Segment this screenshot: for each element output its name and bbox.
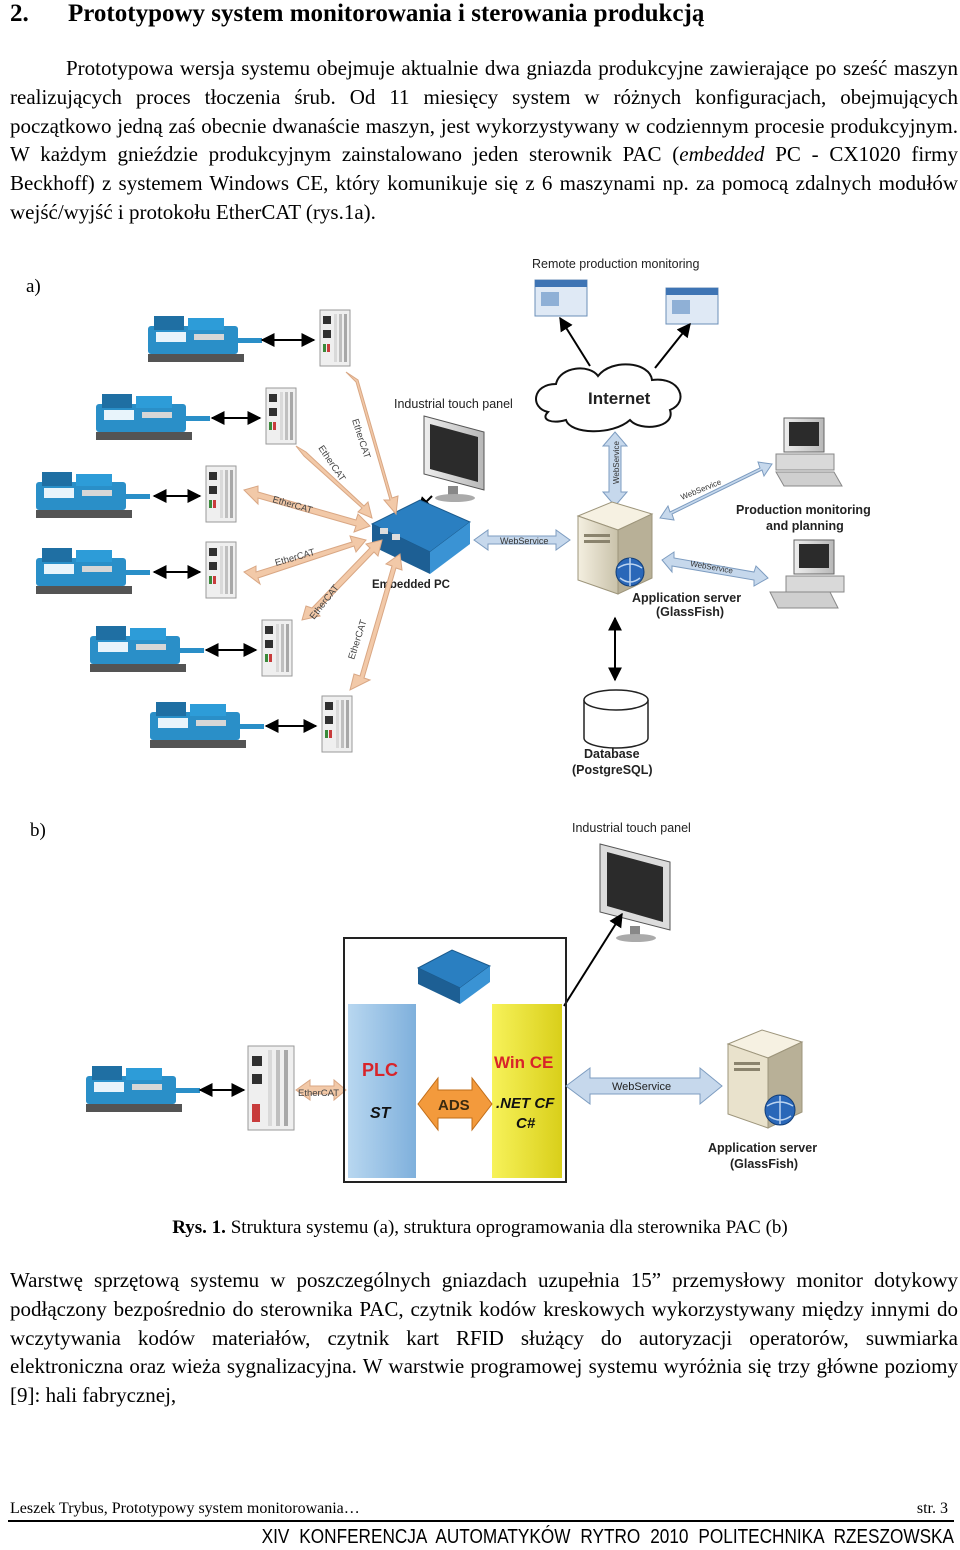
section-title: Prototypowy system monitorowania i stero… — [68, 0, 705, 27]
ethercat-arrow — [295, 1078, 347, 1102]
paragraph-hardware: Warstwę sprzętową systemu w poszczególny… — [10, 1268, 958, 1408]
ads-label: ADS — [438, 1097, 470, 1114]
production-pc-icon — [769, 539, 845, 609]
touch-panel-monitor-icon — [423, 415, 485, 502]
browser-window-icon — [534, 279, 588, 317]
webservice-vertical-label: WebService — [612, 440, 621, 484]
footer-page-number: str. 3 — [916, 1500, 948, 1517]
section-number: 2. — [10, 0, 29, 27]
database-icon — [583, 689, 649, 749]
webservice-arrow-diagonal — [661, 551, 769, 587]
production-label-1: Production monitoring — [736, 503, 871, 517]
paragraph-intro-end: PC - CX1020 firmy Beckhoff) z systemem W… — [10, 142, 958, 224]
figure-caption: Rys. 1. Struktura systemu (a), struktura… — [0, 1217, 960, 1239]
plc-block — [348, 1004, 416, 1178]
application-server-icon — [576, 501, 654, 595]
figure-caption-prefix: Rys. 1. — [172, 1217, 226, 1238]
database-label-1: Database — [584, 747, 640, 761]
touch-panel-monitor-icon — [599, 843, 671, 942]
remote-monitoring-label: Remote production monitoring — [532, 257, 699, 271]
st-label: ST — [370, 1105, 392, 1122]
ethercat-label-b: EtherCAT — [298, 1088, 339, 1099]
app-server-label-1: Application server — [632, 591, 741, 605]
webservice-label: WebService — [500, 536, 548, 546]
internet-cloud-icon — [535, 363, 682, 433]
browser-window-icon — [665, 287, 719, 325]
database-label-2: (PostgreSQL) — [572, 763, 653, 777]
footer-author-title: Leszek Trybus, Prototypowy system monito… — [10, 1500, 360, 1517]
webservice-label-b: WebService — [612, 1081, 671, 1093]
internet-label: Internet — [588, 389, 651, 408]
touch-panel-label-b: Industrial touch panel — [572, 821, 691, 835]
plc-label: PLC — [362, 1060, 398, 1080]
paragraph-intro-emphasis: embedded — [679, 142, 765, 167]
paragraph-intro-text: Prototypowa wersja systemu obejmuje aktu… — [10, 56, 958, 167]
netcf-label: .NET CF — [496, 1095, 555, 1112]
webservice-arrow-diagonal — [659, 461, 773, 521]
app-server-label-b-1: Application server — [708, 1141, 817, 1155]
pac-frame — [343, 937, 567, 1183]
production-label-2: and planning — [766, 519, 844, 533]
ethercat-arrow — [243, 535, 367, 586]
ethercat-arrow — [301, 539, 383, 621]
footer-divider — [8, 1520, 954, 1522]
arrow — [654, 322, 691, 369]
arrow — [559, 316, 591, 367]
app-server-label-2: (GlassFish) — [656, 605, 724, 619]
ads-arrow — [417, 1076, 493, 1132]
application-server-icon — [726, 1029, 804, 1129]
ethercat-arrow — [295, 445, 373, 519]
wince-block — [492, 1004, 562, 1178]
app-server-label-b-2: (GlassFish) — [730, 1157, 798, 1171]
section-heading: 2. Prototypowy system monitorowania i ste… — [10, 0, 704, 28]
ethercat-arrow — [349, 553, 403, 691]
webservice-arrow-b — [565, 1066, 723, 1106]
press-machine-icon — [86, 1066, 200, 1112]
webservice-arrow-horizontal — [473, 529, 571, 551]
paragraph-intro: Prototypowa wersja systemu obejmuje aktu… — [10, 54, 958, 227]
ethercat-arrow — [243, 485, 371, 533]
io-module-icon — [247, 1045, 295, 1131]
figure-b-label: b) — [30, 820, 46, 841]
production-pc-icon — [775, 417, 843, 487]
conference-line: XIV KONFERENCJA AUTOMATYKÓW RYTRO 2010 P… — [261, 1526, 954, 1548]
arrow — [563, 912, 623, 1007]
embedded-pc-icon — [416, 949, 492, 1004]
ethercat-arrow — [345, 371, 399, 516]
csharp-label: C# — [516, 1115, 536, 1132]
touch-panel-label: Industrial touch panel — [394, 397, 513, 411]
wince-label: Win CE — [494, 1053, 553, 1072]
figure-caption-text: Struktura systemu (a), struktura oprogra… — [225, 1217, 788, 1238]
figure-a-label: a) — [26, 276, 41, 297]
